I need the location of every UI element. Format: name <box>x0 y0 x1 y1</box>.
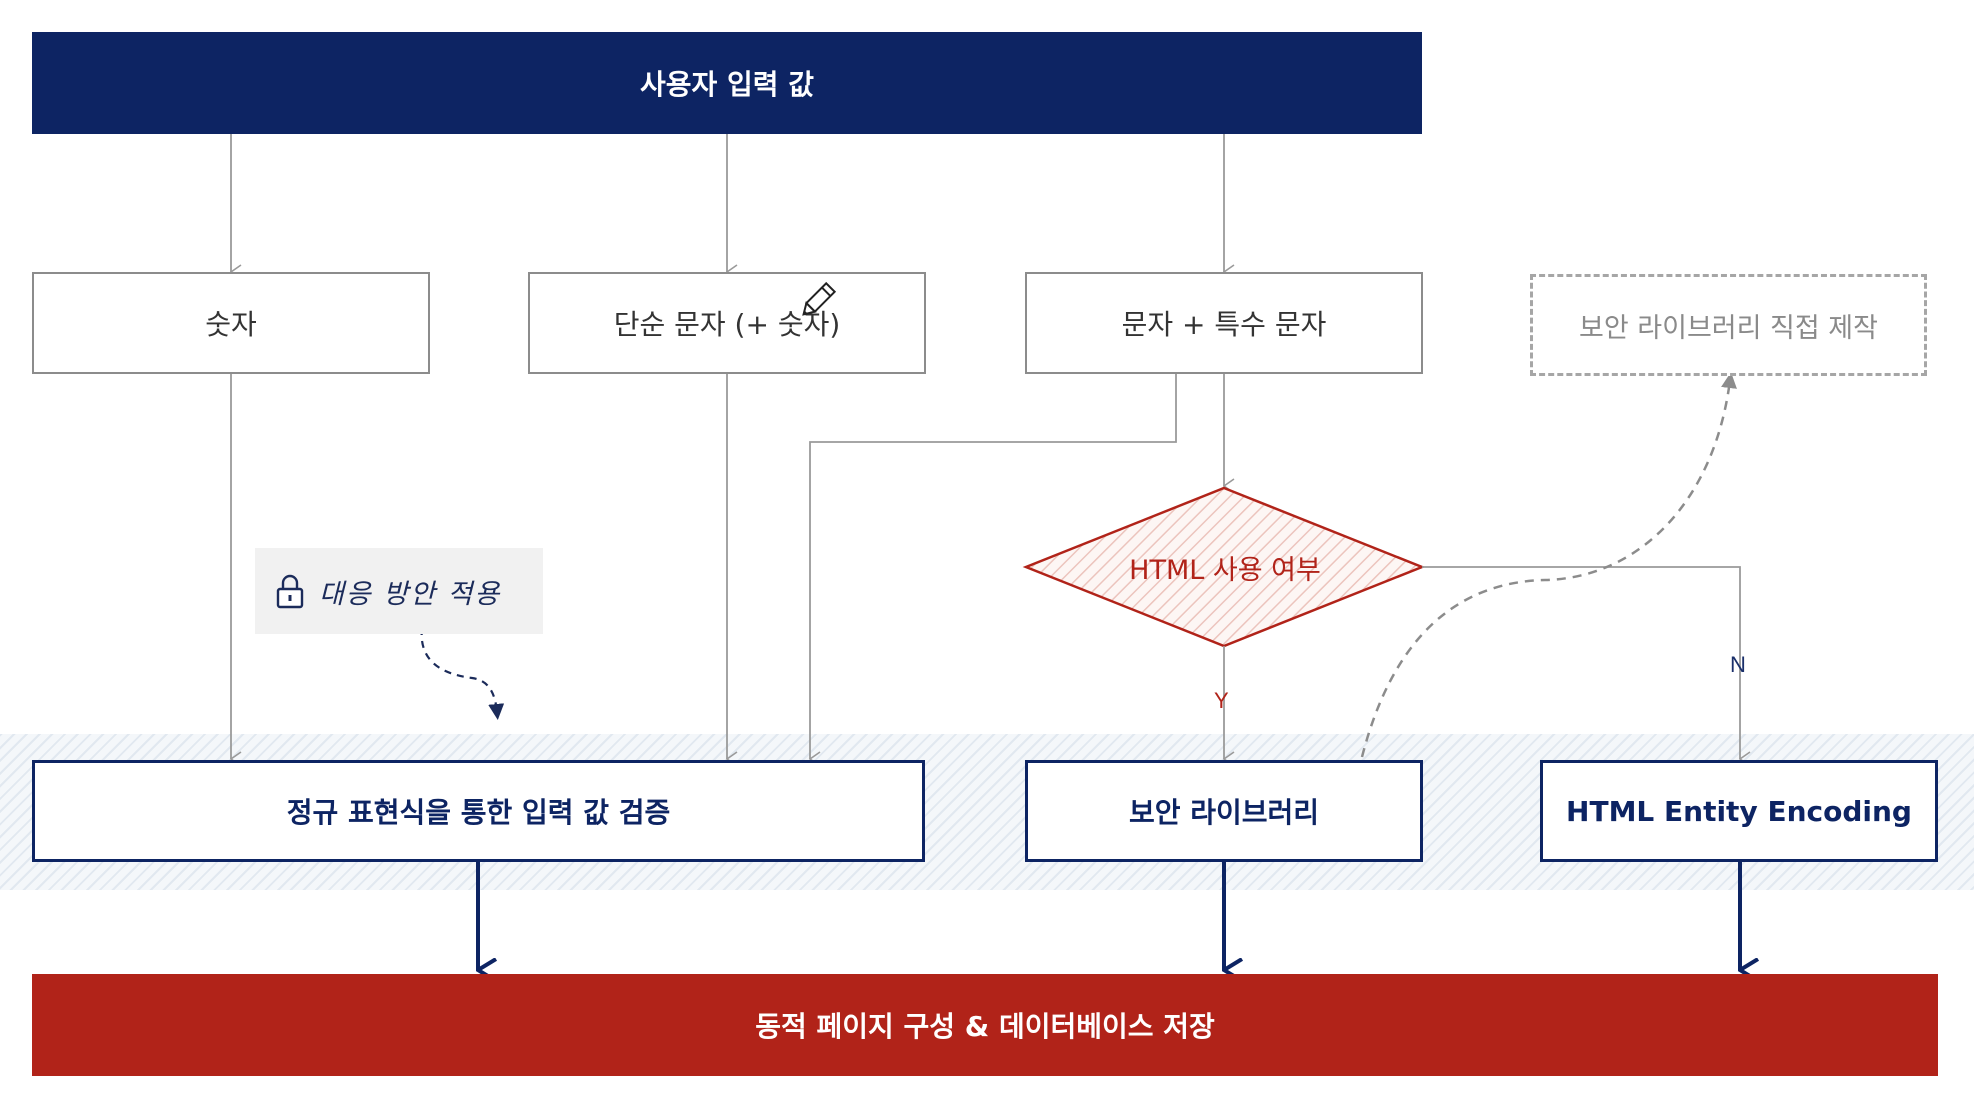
connector-note-arrow <box>420 627 505 720</box>
regex-validation-label: 정규 표현식을 통한 입력 값 검증 <box>286 796 671 829</box>
html-entity-encoding-box: HTML Entity Encoding <box>1540 760 1938 862</box>
input-type-numbers-label: 숫자 <box>205 308 257 341</box>
input-type-simple-text: 단순 문자 (+ 숫자) <box>528 272 926 374</box>
input-type-simple-text-label: 단순 문자 (+ 숫자) <box>613 308 841 341</box>
user-input-header: 사용자 입력 값 <box>32 32 1422 134</box>
input-type-special-text: 문자 + 특수 문자 <box>1025 272 1423 374</box>
connector-no-to-entity-encoding <box>1422 566 1740 759</box>
input-type-numbers: 숫자 <box>32 272 430 374</box>
connector-special-text-to-regex <box>810 374 1177 759</box>
countermeasure-note: 대응 방안 적용 <box>255 548 543 634</box>
decision-label: HTML 사용 여부 <box>1129 554 1321 586</box>
connector-dashed-custom-library <box>1360 372 1737 758</box>
regex-validation-box: 정규 표현식을 통한 입력 값 검증 <box>32 760 925 862</box>
user-input-header-label: 사용자 입력 값 <box>639 68 815 101</box>
pencil-cursor-icon <box>802 281 837 316</box>
custom-security-library-label: 보안 라이브러리 직접 제작 <box>1579 312 1878 344</box>
branch-yes-label: Y <box>1214 688 1229 713</box>
input-type-special-text-label: 문자 + 특수 문자 <box>1121 308 1327 341</box>
lock-icon <box>276 574 304 609</box>
html-entity-encoding-label: HTML Entity Encoding <box>1566 794 1912 828</box>
countermeasure-note-label: 대응 방안 적용 <box>319 578 502 610</box>
dynamic-page-db-footer: 동적 페이지 구성 & 데이터베이스 저장 <box>32 974 1938 1076</box>
security-library-label: 보안 라이브러리 <box>1128 796 1320 829</box>
security-library-box: 보안 라이브러리 <box>1025 760 1423 862</box>
dynamic-page-db-footer-label: 동적 페이지 구성 & 데이터베이스 저장 <box>755 1010 1215 1043</box>
custom-security-library-box: 보안 라이브러리 직접 제작 <box>1530 274 1927 376</box>
branch-no-label: N <box>1730 652 1746 677</box>
